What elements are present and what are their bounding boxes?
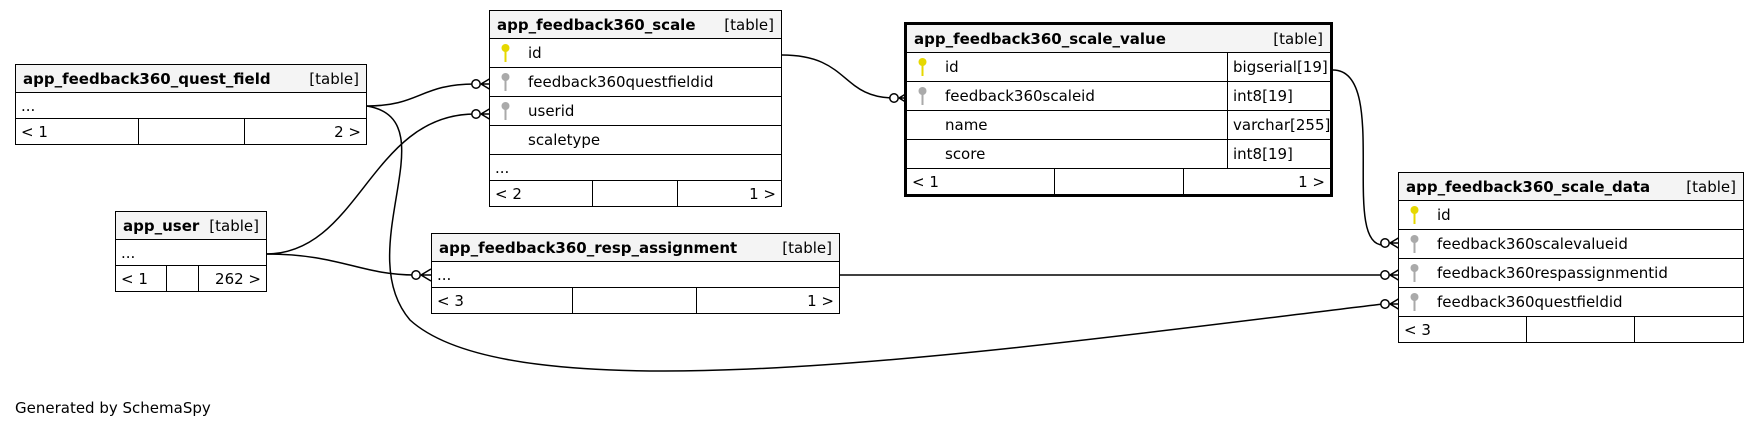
column-row: feedback360questfieldid xyxy=(1399,288,1743,317)
parents-count: < 1 xyxy=(116,266,167,291)
table-header: app_feedback360_scale [table] xyxy=(490,11,781,39)
columns-ellipsis: ... xyxy=(116,240,266,266)
table-tag: [table] xyxy=(1686,177,1736,196)
table-name: app_feedback360_scale xyxy=(497,15,696,34)
children-count: 1 > xyxy=(807,291,834,310)
table-tag: [table] xyxy=(1273,29,1323,48)
table-scale[interactable]: app_feedback360_scale [table] id feedbac… xyxy=(489,10,782,207)
column-row: score int8[19] xyxy=(907,140,1330,169)
table-name: app_feedback360_resp_assignment xyxy=(439,238,738,257)
table-name: app_feedback360_scale_value xyxy=(914,29,1166,48)
parents-count: < 3 xyxy=(432,288,573,313)
generated-by-label: Generated by SchemaSpy xyxy=(15,399,211,417)
footer-spacer xyxy=(139,119,245,144)
children-count: 262 > xyxy=(215,269,261,288)
edge-quest-field-to-scale-data xyxy=(366,105,1384,372)
column-name: id xyxy=(945,58,959,76)
table-footer: < 1 262 > xyxy=(116,266,266,291)
column-name: feedback360questfieldid xyxy=(528,73,714,91)
column-row: scaletype xyxy=(490,126,781,155)
table-tag: [table] xyxy=(724,15,774,34)
column-row: name varchar[255] xyxy=(907,111,1330,140)
table-footer: < 1 1 > xyxy=(907,169,1330,194)
table-name: app_feedback360_quest_field xyxy=(23,69,271,88)
foreign-key-icon xyxy=(907,86,937,106)
table-header: app_feedback360_quest_field [table] xyxy=(16,65,366,93)
table-resp-assignment[interactable]: app_feedback360_resp_assignment [table] … xyxy=(431,233,840,314)
table-user[interactable]: app_user [table] ... < 1 262 > xyxy=(115,211,267,292)
table-tag: [table] xyxy=(782,238,832,257)
column-name: scaletype xyxy=(528,131,601,149)
column-name: feedback360respassignmentid xyxy=(1437,264,1668,282)
column-row: feedback360scaleid int8[19] xyxy=(907,82,1330,111)
primary-key-icon xyxy=(907,57,937,77)
column-name: feedback360questfieldid xyxy=(1437,293,1623,311)
column-row: feedback360scalevalueid xyxy=(1399,230,1743,259)
edge-quest-field-to-scale xyxy=(366,83,476,107)
column-type: int8[19] xyxy=(1227,140,1330,168)
column-name: userid xyxy=(528,102,575,120)
column-name: feedback360scaleid xyxy=(945,87,1095,105)
columns-ellipsis: ... xyxy=(16,93,366,119)
columns-ellipsis: ... xyxy=(432,262,839,288)
edge-scale-value-to-scale-data xyxy=(1332,69,1384,246)
column-type: varchar[255] xyxy=(1227,111,1330,139)
column-name: name xyxy=(945,116,988,134)
parents-count: < 2 xyxy=(490,181,593,206)
foreign-key-icon xyxy=(1399,263,1429,283)
footer-spacer xyxy=(1527,317,1635,342)
table-tag: [table] xyxy=(309,69,359,88)
footer-spacer xyxy=(1055,169,1184,194)
column-row: feedback360questfieldid xyxy=(490,68,781,97)
footer-spacer xyxy=(167,266,199,291)
table-header: app_feedback360_scale_value [table] xyxy=(907,25,1330,53)
table-header: app_user [table] xyxy=(116,212,266,240)
column-row: feedback360respassignmentid xyxy=(1399,259,1743,288)
edge-user-to-scale xyxy=(265,113,476,255)
parents-count: < 1 xyxy=(16,119,139,144)
table-footer: < 3 1 > xyxy=(432,288,839,313)
columns-ellipsis: ... xyxy=(490,155,781,181)
footer-spacer xyxy=(593,181,678,206)
column-row: id xyxy=(1399,201,1743,230)
parents-count: < 1 xyxy=(907,169,1055,194)
table-tag: [table] xyxy=(209,216,259,235)
table-scale-data[interactable]: app_feedback360_scale_data [table] id fe… xyxy=(1398,172,1744,343)
table-quest-field[interactable]: app_feedback360_quest_field [table] ... … xyxy=(15,64,367,145)
column-type: int8[19] xyxy=(1227,82,1330,110)
children-count: 1 > xyxy=(1298,172,1325,191)
children-count xyxy=(1635,317,1743,342)
table-name: app_feedback360_scale_data xyxy=(1406,177,1651,196)
table-footer: < 3 xyxy=(1399,317,1743,342)
foreign-key-icon xyxy=(1399,234,1429,254)
children-count: 2 > xyxy=(334,122,361,141)
table-header: app_feedback360_resp_assignment [table] xyxy=(432,234,839,262)
column-row: id xyxy=(490,39,781,68)
edge-scale-to-scale-value xyxy=(781,54,896,99)
column-row: id bigserial[19] xyxy=(907,53,1330,82)
column-row: userid xyxy=(490,97,781,126)
foreign-key-icon xyxy=(490,72,520,92)
primary-key-icon xyxy=(490,43,520,63)
footer-spacer xyxy=(573,288,697,313)
table-scale-value[interactable]: app_feedback360_scale_value [table] id b… xyxy=(904,22,1333,197)
foreign-key-icon xyxy=(1399,292,1429,312)
column-name: feedback360scalevalueid xyxy=(1437,235,1628,253)
column-name: id xyxy=(1437,206,1451,224)
column-type: bigserial[19] xyxy=(1227,53,1330,81)
children-count: 1 > xyxy=(749,184,776,203)
table-header: app_feedback360_scale_data [table] xyxy=(1399,173,1743,201)
edge-user-to-resp-assignment xyxy=(265,253,416,276)
parents-count: < 3 xyxy=(1399,317,1527,342)
foreign-key-icon xyxy=(490,101,520,121)
primary-key-icon xyxy=(1399,205,1429,225)
table-name: app_user xyxy=(123,216,200,235)
column-name: id xyxy=(528,44,542,62)
table-footer: < 2 1 > xyxy=(490,181,781,206)
column-name: score xyxy=(945,145,986,163)
table-footer: < 1 2 > xyxy=(16,119,366,144)
